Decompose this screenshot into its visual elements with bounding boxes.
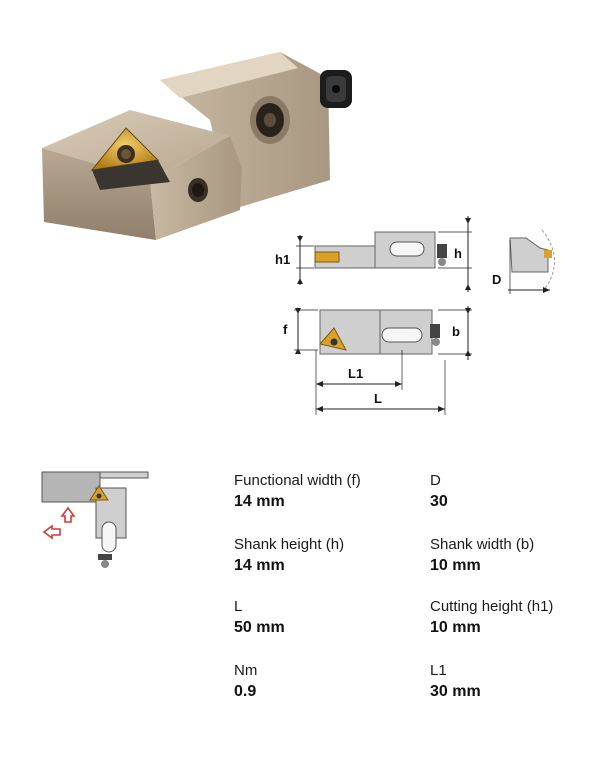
spec-l-length: L 50 mm [234,598,424,638]
spec-label: Shank height (h) [234,536,345,553]
dim-label-l: L [374,391,382,406]
spec-value: 14 mm [234,557,285,574]
spec-label: D [430,472,441,489]
spec-value: 14 mm [234,493,285,510]
spec-shank-height: Shank height (h) 14 mm [234,536,424,576]
spec-shank-width: Shank width (b) 10 mm [430,536,600,576]
top-view [319,309,440,355]
spec-value: 30 mm [430,683,481,700]
dim-label-h1: h1 [275,252,290,267]
side-view [314,231,447,269]
spec-label: Functional width (f) [234,472,361,489]
spec-label: L1 [430,662,447,679]
dim-label-b: b [452,324,460,339]
spec-label: L [234,598,243,615]
feed-arrow-icon [42,506,76,540]
spec-value: 0.9 [234,683,257,700]
product-photo [42,52,352,240]
spec-label: Nm [234,662,258,679]
spec-label: Cutting height (h1) [430,598,554,615]
spec-value: 10 mm [430,619,481,636]
dim-label-l1: L1 [348,366,363,381]
spec-value: 10 mm [430,557,481,574]
dim-label-h: h [454,246,462,261]
spec-l1-length: L1 30 mm [430,662,600,702]
spec-d-value: D 30 [430,472,600,512]
spec-functional-width: Functional width (f) 14 mm [234,472,424,512]
d-view [509,229,555,291]
dim-label-f: f [283,322,288,337]
spec-cutting-height: Cutting height (h1) 10 mm [430,598,600,638]
spec-nm-torque: Nm 0.9 [234,662,424,702]
technical-drawing: h1 h D f b L1 L [275,216,555,415]
application-icon [41,471,149,568]
spec-label: Shank width (b) [430,536,535,553]
dim-label-d: D [492,272,501,287]
spec-value: 30 [430,493,448,510]
spec-value: 50 mm [234,619,285,636]
